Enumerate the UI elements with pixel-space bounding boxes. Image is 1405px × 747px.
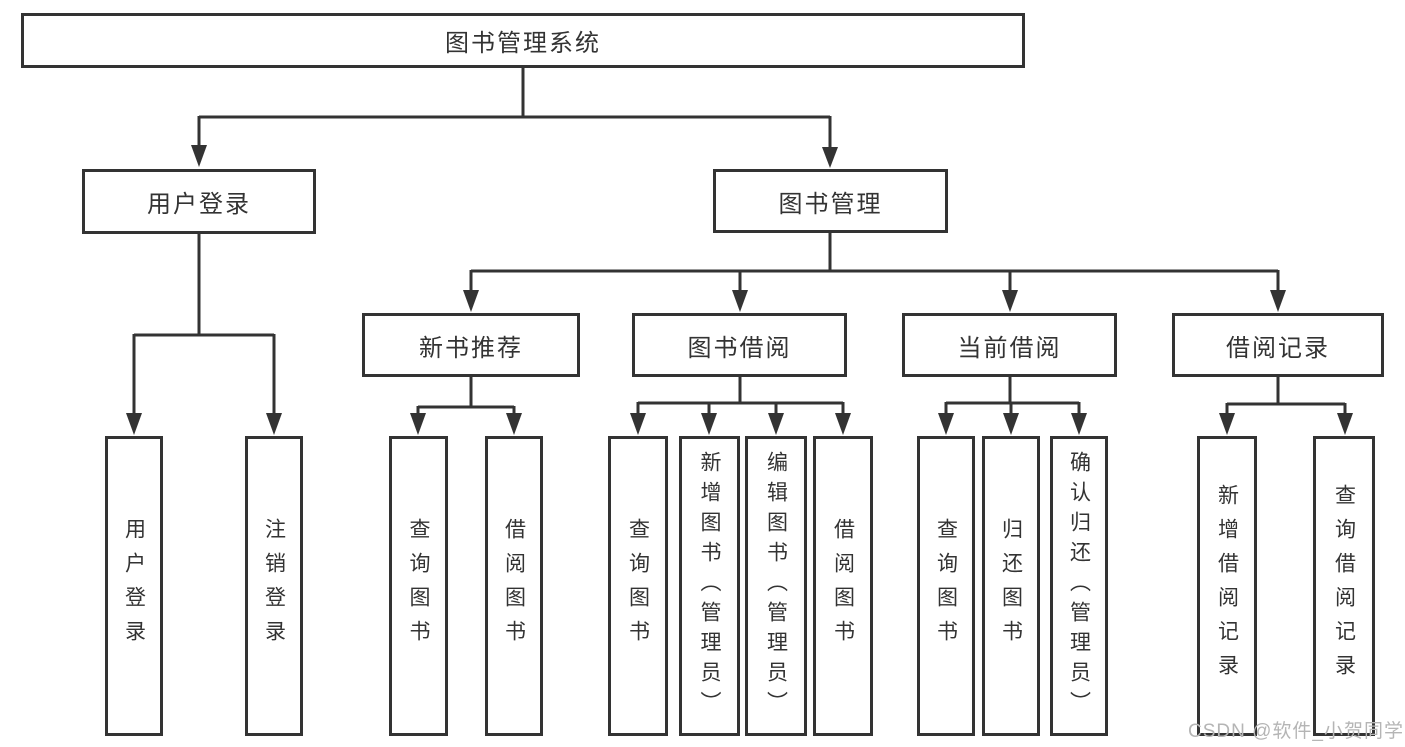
- node-label: 当前借阅: [957, 334, 1062, 362]
- node-leaf-confirm-return-admin: 确认归还（管理员）: [1050, 436, 1108, 736]
- node-label: 查询图书: [626, 518, 650, 654]
- node-label: 编辑图书（管理员）: [764, 451, 788, 721]
- node-label: 查询图书: [407, 518, 430, 654]
- node-leaf-query-books-borrowing: 查询图书: [608, 436, 668, 736]
- node-new-book-recommendation: 新书推荐: [362, 313, 580, 377]
- edges-borrowrec-to-leaves: [1225, 377, 1347, 416]
- node-label: 新书推荐: [419, 334, 523, 362]
- node-label: 新增借阅记录: [1215, 484, 1239, 688]
- node-label: 图书管理系统: [445, 30, 601, 57]
- node-leaf-return-books: 归还图书: [982, 436, 1040, 736]
- csdn-watermark: CSDN @软件_小贺同学: [1188, 721, 1404, 742]
- edges-newbook-to-leaves: [416, 377, 516, 416]
- node-label: 借阅图书: [502, 518, 526, 654]
- node-borrowing-records: 借阅记录: [1172, 313, 1384, 377]
- node-user-login: 用户登录: [82, 169, 316, 234]
- node-label: 用户登录: [122, 518, 146, 654]
- node-label: 借阅记录: [1226, 334, 1330, 362]
- node-current-borrowing: 当前借阅: [902, 313, 1117, 377]
- node-library-management-system: 图书管理系统: [21, 13, 1025, 68]
- node-label: 新增图书（管理员）: [698, 451, 721, 721]
- node-leaf-borrow-books-borrowing: 借阅图书: [813, 436, 873, 736]
- node-book-management: 图书管理: [713, 169, 948, 233]
- node-leaf-query-books-recommend: 查询图书: [389, 436, 448, 736]
- node-leaf-add-borrow-record: 新增借阅记录: [1197, 436, 1257, 736]
- node-leaf-query-books-current: 查询图书: [917, 436, 975, 736]
- node-leaf-query-borrow-record: 查询借阅记录: [1313, 436, 1375, 736]
- node-label: 借阅图书: [831, 518, 855, 654]
- node-label: 注销登录: [262, 518, 286, 654]
- node-label: 图书借阅: [687, 334, 792, 362]
- node-leaf-borrow-books-recommend: 借阅图书: [485, 436, 543, 736]
- node-leaf-add-book-admin: 新增图书（管理员）: [679, 436, 740, 736]
- edges-curborrow-to-leaves: [944, 377, 1081, 416]
- node-label: 确认归还（管理员）: [1067, 451, 1091, 721]
- node-label: 图书管理: [778, 190, 883, 218]
- node-leaf-logout: 注销登录: [245, 436, 303, 736]
- node-label: 查询借阅记录: [1332, 484, 1356, 688]
- node-label: 归还图书: [999, 518, 1023, 654]
- node-label: 查询图书: [934, 518, 958, 654]
- node-label: 用户登录: [147, 191, 251, 218]
- node-book-borrowing: 图书借阅: [632, 313, 847, 377]
- node-leaf-edit-book-admin: 编辑图书（管理员）: [745, 436, 807, 736]
- edges-userlogin-to-leaves: [132, 234, 276, 416]
- edges-bookmgmt-to-level3: [469, 233, 1280, 292]
- node-leaf-user-login: 用户登录: [105, 436, 163, 736]
- edges-bookborrow-to-leaves: [636, 377, 845, 416]
- edges-root-to-level2: [197, 68, 832, 148]
